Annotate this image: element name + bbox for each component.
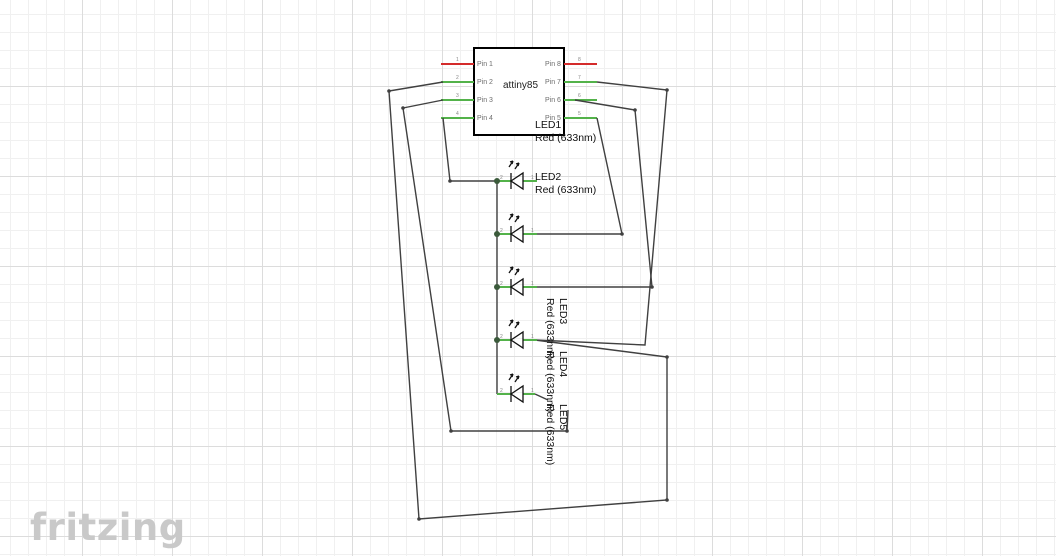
pin-6-label: Pin 6: [545, 97, 561, 104]
wire-pin6-to-led3[interactable]: [535, 99, 653, 288]
led4[interactable]: 2 1: [497, 319, 537, 350]
led3[interactable]: 2 1: [497, 266, 537, 297]
wire-pin2-loop[interactable]: [388, 81, 668, 520]
led-anode-number: 2: [500, 388, 503, 394]
led-cathode-number: 1: [531, 228, 534, 234]
pin-5-label: Pin 5: [545, 115, 561, 122]
bendpoint[interactable]: [665, 355, 669, 359]
pin-3-number: 3: [456, 93, 459, 99]
led5[interactable]: 2 1: [497, 373, 535, 404]
bendpoint[interactable]: [448, 179, 452, 183]
bendpoint[interactable]: [449, 429, 453, 433]
bendpoint[interactable]: [387, 89, 391, 93]
led1-id: LED1: [535, 119, 561, 131]
led3-id: LED3: [557, 298, 569, 324]
pin-2-number: 2: [456, 75, 459, 81]
led-anode-number: 2: [500, 281, 503, 287]
pin-8-label: Pin 8: [545, 61, 561, 68]
led-emission-arrows: [508, 319, 520, 329]
pin-2-label: Pin 2: [477, 79, 493, 86]
led5-label: LED5 Red (633nm): [544, 404, 569, 465]
attiny85-chip[interactable]: attiny85 1 2 3 4 Pin 1 Pin 2 Pin 3 Pin 4…: [441, 47, 597, 136]
pin-8-number: 8: [578, 57, 581, 63]
led-diode-symbol: [509, 171, 524, 191]
led5-id: LED5: [557, 404, 569, 430]
led-anode-number: 2: [500, 334, 503, 340]
led4-value: Red (633nm): [544, 351, 556, 412]
bendpoint[interactable]: [401, 106, 405, 110]
pin-3-label: Pin 3: [477, 97, 493, 104]
led-diode-symbol: [509, 330, 524, 350]
led4-label: LED4 Red (633nm): [544, 351, 569, 412]
bus-junctions: [494, 178, 500, 343]
junction-dot[interactable]: [494, 337, 500, 343]
wire-bendpoints: [387, 88, 669, 521]
pin-5-number: 5: [578, 111, 581, 117]
led-diode-symbol: [509, 224, 524, 244]
led-anode-number: 2: [500, 228, 503, 234]
led-emission-arrows: [508, 266, 520, 276]
bendpoint[interactable]: [665, 498, 669, 502]
pin-1-number: 1: [456, 57, 459, 63]
fritzing-logo: fritzing: [30, 506, 186, 549]
wire-led5-cathode[interactable]: [534, 393, 549, 401]
bendpoint[interactable]: [417, 517, 421, 521]
pin-1-label: Pin 1: [477, 61, 493, 68]
wires: [388, 81, 668, 520]
led5-value: Red (633nm): [544, 404, 556, 465]
led-cathode-number: 1: [531, 281, 534, 287]
wire-pin3-to-led5[interactable]: [402, 99, 569, 432]
led1-value: Red (633nm): [535, 132, 596, 144]
bendpoint[interactable]: [565, 429, 569, 433]
led-diode-symbol: [509, 277, 524, 297]
led-emission-arrows: [508, 213, 520, 223]
led3-label: LED3 Red (633nm): [544, 298, 569, 359]
led2[interactable]: 2 1: [497, 213, 537, 244]
led3-value: Red (633nm): [544, 298, 556, 359]
junction-dot[interactable]: [494, 178, 500, 184]
chip-body: [473, 47, 565, 136]
led-diode-symbol: [509, 384, 524, 404]
led-anode-number: 2: [500, 175, 503, 181]
led1[interactable]: 2 1: [497, 160, 537, 191]
bendpoint[interactable]: [633, 108, 637, 112]
pin-6-number: 6: [578, 93, 581, 99]
bendpoint[interactable]: [650, 285, 654, 289]
led2-label: LED2 Red (633nm): [535, 171, 596, 196]
chip-name: attiny85: [503, 80, 538, 91]
pin-7-label: Pin 7: [545, 79, 561, 86]
led1-label: LED1 Red (633nm): [535, 119, 596, 144]
pin-4-label: Pin 4: [477, 115, 493, 122]
led-emission-arrows: [508, 373, 520, 383]
pin-4-number: 4: [456, 111, 459, 117]
led-cathode-number: 1: [531, 175, 534, 181]
bendpoint[interactable]: [620, 232, 624, 236]
led2-id: LED2: [535, 171, 561, 183]
led-emission-arrows: [508, 160, 520, 170]
pin-7-number: 7: [578, 75, 581, 81]
led-cathode-number: 1: [531, 388, 534, 394]
bendpoint[interactable]: [665, 88, 669, 92]
junction-dot[interactable]: [494, 284, 500, 290]
led2-value: Red (633nm): [535, 184, 596, 196]
led4-id: LED4: [557, 351, 569, 377]
junction-dot[interactable]: [494, 231, 500, 237]
wire-pin7-to-led4[interactable]: [534, 81, 668, 346]
led-cathode-number: 1: [531, 334, 534, 340]
